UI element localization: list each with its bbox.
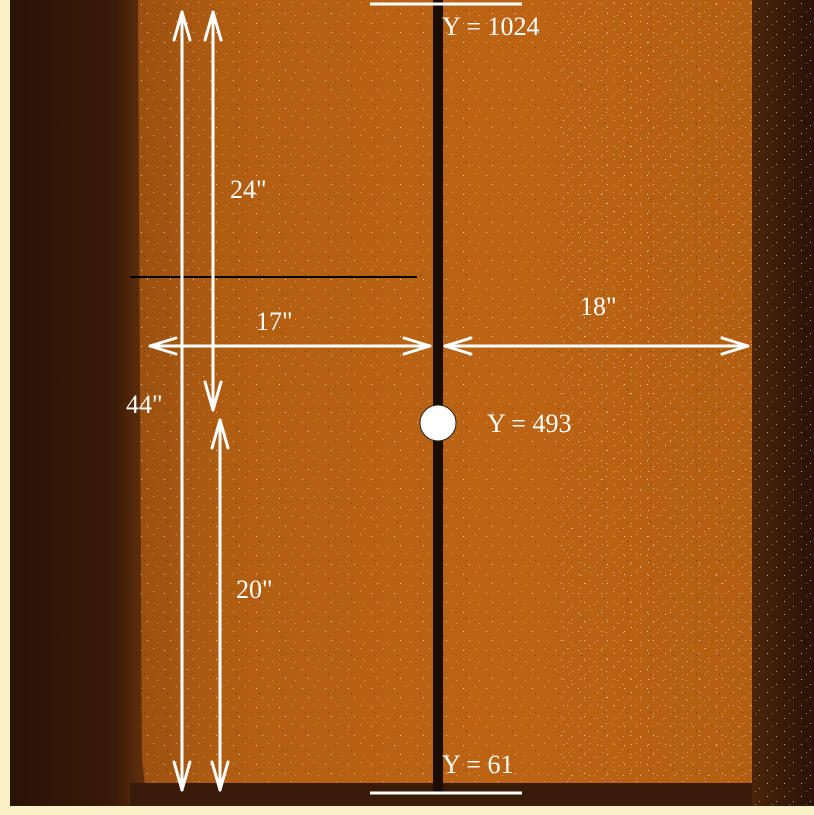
center-y-label: Y = 493 <box>487 409 571 438</box>
left-shadow <box>10 0 150 806</box>
lower-height-arrow <box>210 418 230 792</box>
left-width-label: 17" <box>256 307 293 336</box>
bottom-y-label: Y = 61 <box>442 750 513 779</box>
total-height-label: 44" <box>126 390 163 419</box>
left-width-arrow <box>148 336 432 356</box>
center-marker <box>419 404 457 442</box>
illuminated-field <box>138 0 752 793</box>
total-height-arrow <box>172 10 192 792</box>
right-width-arrow <box>443 336 750 356</box>
top-y-label: Y = 1024 <box>442 12 539 41</box>
upper-height-label: 24" <box>230 175 267 204</box>
upper-height-arrow <box>203 10 223 412</box>
slit <box>433 0 443 793</box>
right-width-label: 18" <box>580 292 617 321</box>
lower-height-label: 20" <box>236 575 273 604</box>
